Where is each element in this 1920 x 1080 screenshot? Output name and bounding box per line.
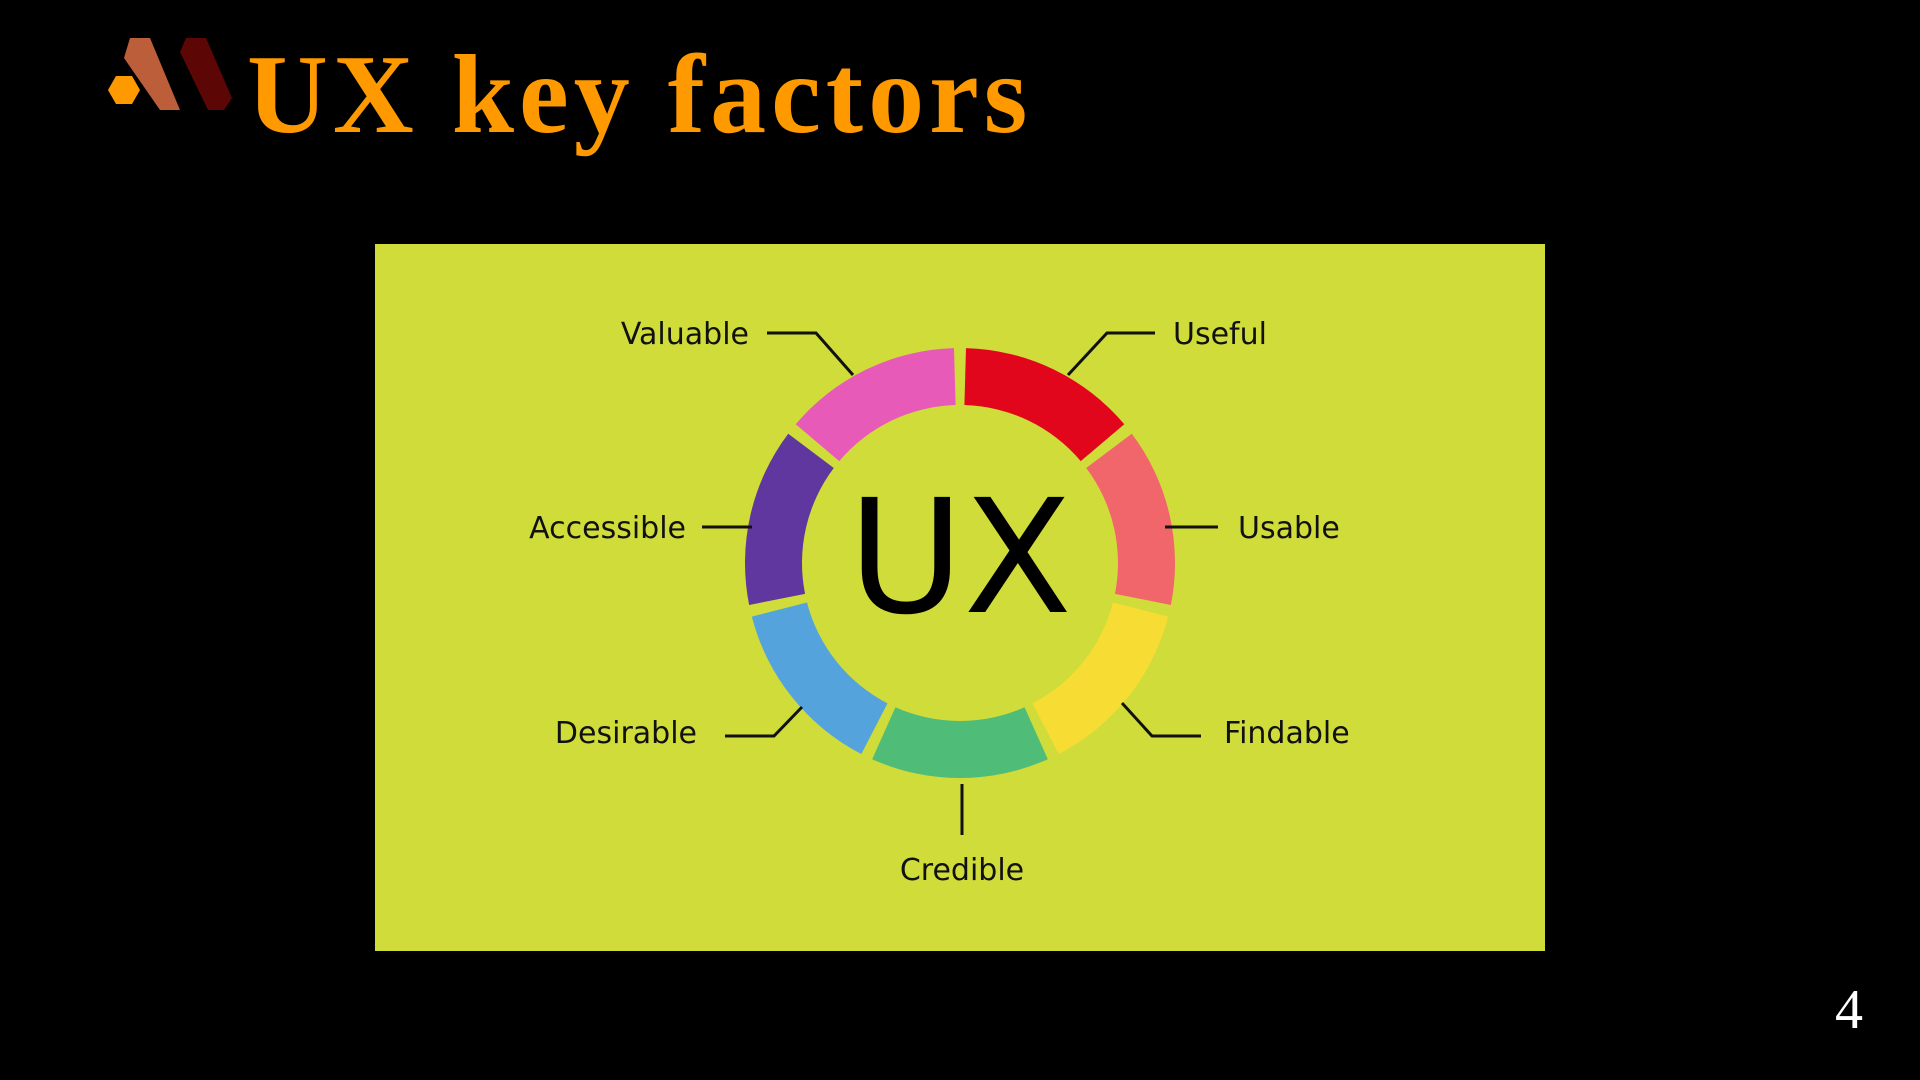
label-useful: Useful [1173, 317, 1267, 352]
label-desirable: Desirable [555, 716, 697, 751]
center-label: UX [848, 466, 1072, 650]
ring-segment-desirable [751, 602, 888, 755]
diagram-background [375, 244, 1545, 951]
ring-segment-findable [1032, 602, 1169, 755]
label-findable: Findable [1224, 716, 1350, 751]
slide-title: UX key factors [247, 33, 1033, 157]
brand-logo [108, 38, 232, 110]
ux-ring [745, 348, 1175, 778]
leader-line-valuable [767, 331, 855, 376]
page-number: 4 [1835, 979, 1863, 1041]
ring-segment-valuable [795, 348, 956, 462]
label-valuable: Valuable [621, 317, 749, 352]
ux-diagram: UX Useful Usable Findable Credible Desir… [375, 244, 1545, 951]
leader-line-findable [1120, 701, 1201, 738]
label-credible: Credible [900, 853, 1024, 888]
ring-segment-usable [1086, 433, 1175, 605]
label-usable: Usable [1238, 511, 1340, 546]
ring-segment-accessible [745, 433, 834, 605]
label-accessible: Accessible [529, 511, 686, 546]
leader-line-useful [1066, 331, 1155, 377]
ring-segment-credible [872, 707, 1048, 778]
ring-segment-useful [964, 348, 1125, 462]
leader-line-desirable [725, 705, 804, 738]
